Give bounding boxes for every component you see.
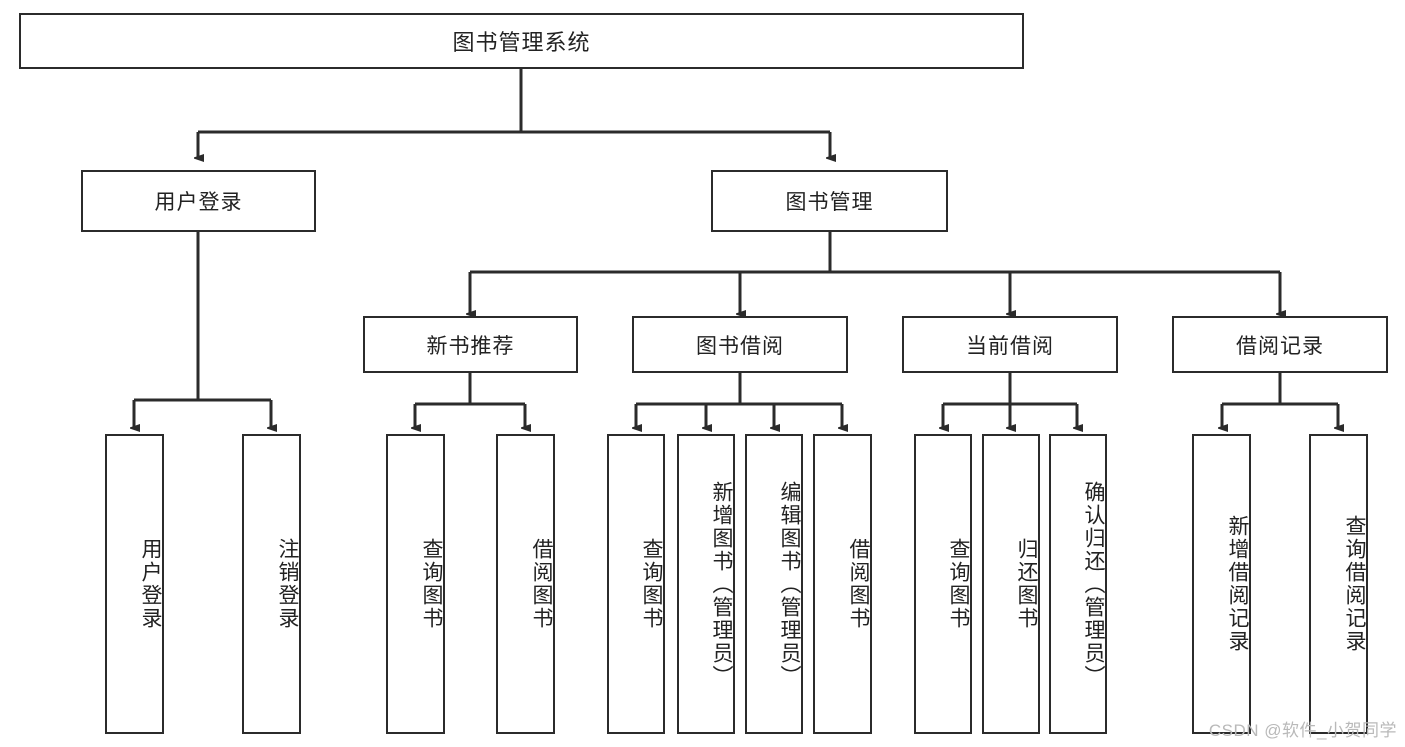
leaf-borrow-borrow-book[interactable]: 借阅图书: [813, 434, 872, 734]
node-book-borrow[interactable]: 图书借阅: [632, 316, 848, 373]
leaf-current-query-book[interactable]: 查询图书: [914, 434, 972, 734]
leaf-current-return-book[interactable]: 归还图书: [982, 434, 1040, 734]
leaf-record-query-record[interactable]: 查询借阅记录: [1309, 434, 1368, 734]
node-current-borrow[interactable]: 当前借阅: [902, 316, 1118, 373]
leaf-user-login-login[interactable]: 用户登录: [105, 434, 164, 734]
watermark-csdn: CSDN @软件_小贺同学: [1208, 721, 1397, 740]
leaf-recommend-borrow-book[interactable]: 借阅图书: [496, 434, 555, 734]
leaf-recommend-query-book[interactable]: 查询图书: [386, 434, 445, 734]
leaf-record-add-record[interactable]: 新增借阅记录: [1192, 434, 1251, 734]
leaf-borrow-add-book-admin[interactable]: 新增图书（管理员）: [677, 434, 735, 734]
node-new-book-recommend[interactable]: 新书推荐: [363, 316, 578, 373]
leaf-user-login-logout[interactable]: 注销登录: [242, 434, 301, 734]
leaf-borrow-edit-book-admin[interactable]: 编辑图书（管理员）: [745, 434, 803, 734]
leaf-borrow-query-book[interactable]: 查询图书: [607, 434, 665, 734]
node-book-management[interactable]: 图书管理: [711, 170, 948, 232]
node-borrow-record[interactable]: 借阅记录: [1172, 316, 1388, 373]
node-root-system[interactable]: 图书管理系统: [19, 13, 1024, 69]
node-user-login[interactable]: 用户登录: [81, 170, 316, 232]
leaf-current-confirm-return-admin[interactable]: 确认归还（管理员）: [1049, 434, 1107, 734]
